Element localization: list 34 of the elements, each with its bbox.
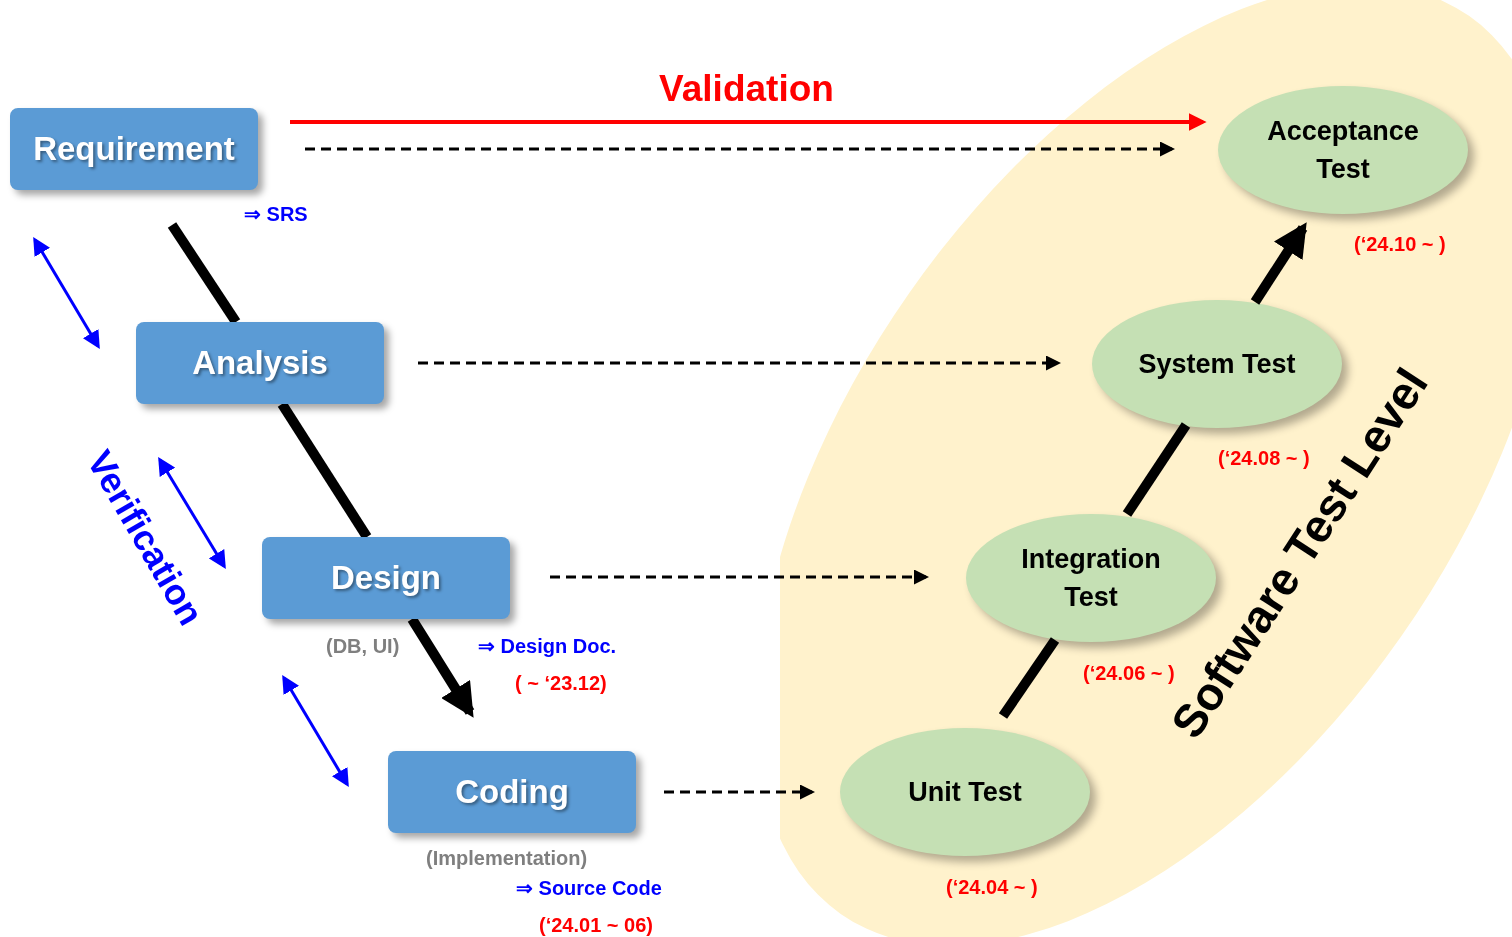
test-label: Integration Test bbox=[1020, 543, 1162, 614]
arrow bbox=[550, 569, 929, 585]
arrow bbox=[282, 674, 349, 788]
note-text: ⇒ Source Code bbox=[516, 876, 662, 900]
arrow bbox=[418, 355, 1061, 371]
arrow bbox=[305, 141, 1175, 157]
arrow bbox=[290, 113, 1207, 131]
phase-box bbox=[10, 108, 258, 190]
phase-box bbox=[388, 751, 636, 833]
arrow bbox=[407, 616, 475, 718]
arrow bbox=[158, 456, 226, 570]
note-text: ⇒ SRS bbox=[244, 202, 308, 226]
test-label: System Test bbox=[1137, 348, 1297, 381]
phase-box bbox=[136, 322, 384, 404]
note-text: (‘24.04 ~ ) bbox=[946, 875, 1038, 899]
note-text: (‘24.08 ~ ) bbox=[1218, 446, 1310, 470]
test-label: Acceptance Test bbox=[1266, 115, 1420, 186]
phase-label: Analysis bbox=[192, 343, 328, 384]
test-label: Unit Test bbox=[907, 776, 1023, 809]
note-text: (‘24.10 ~ ) bbox=[1354, 232, 1446, 256]
arrow bbox=[664, 784, 815, 800]
note-text: (‘24.06 ~ ) bbox=[1083, 662, 1175, 684]
phase-box bbox=[262, 537, 510, 619]
arrow bbox=[1250, 222, 1308, 305]
phase-label: Design bbox=[331, 558, 441, 599]
note-text: (‘24.01 ~ 06) bbox=[539, 913, 653, 937]
edge-label: Validation bbox=[659, 70, 834, 107]
phase-label: Coding bbox=[455, 772, 569, 813]
phase-label: Requirement bbox=[33, 129, 235, 170]
note-text: (Implementation) bbox=[426, 846, 588, 870]
arrow bbox=[33, 236, 100, 350]
note-text: ( ~ ‘23.12) bbox=[515, 671, 607, 695]
note-text: (DB, UI) bbox=[326, 634, 400, 658]
note-text: ⇒ Design Doc. bbox=[478, 634, 617, 658]
